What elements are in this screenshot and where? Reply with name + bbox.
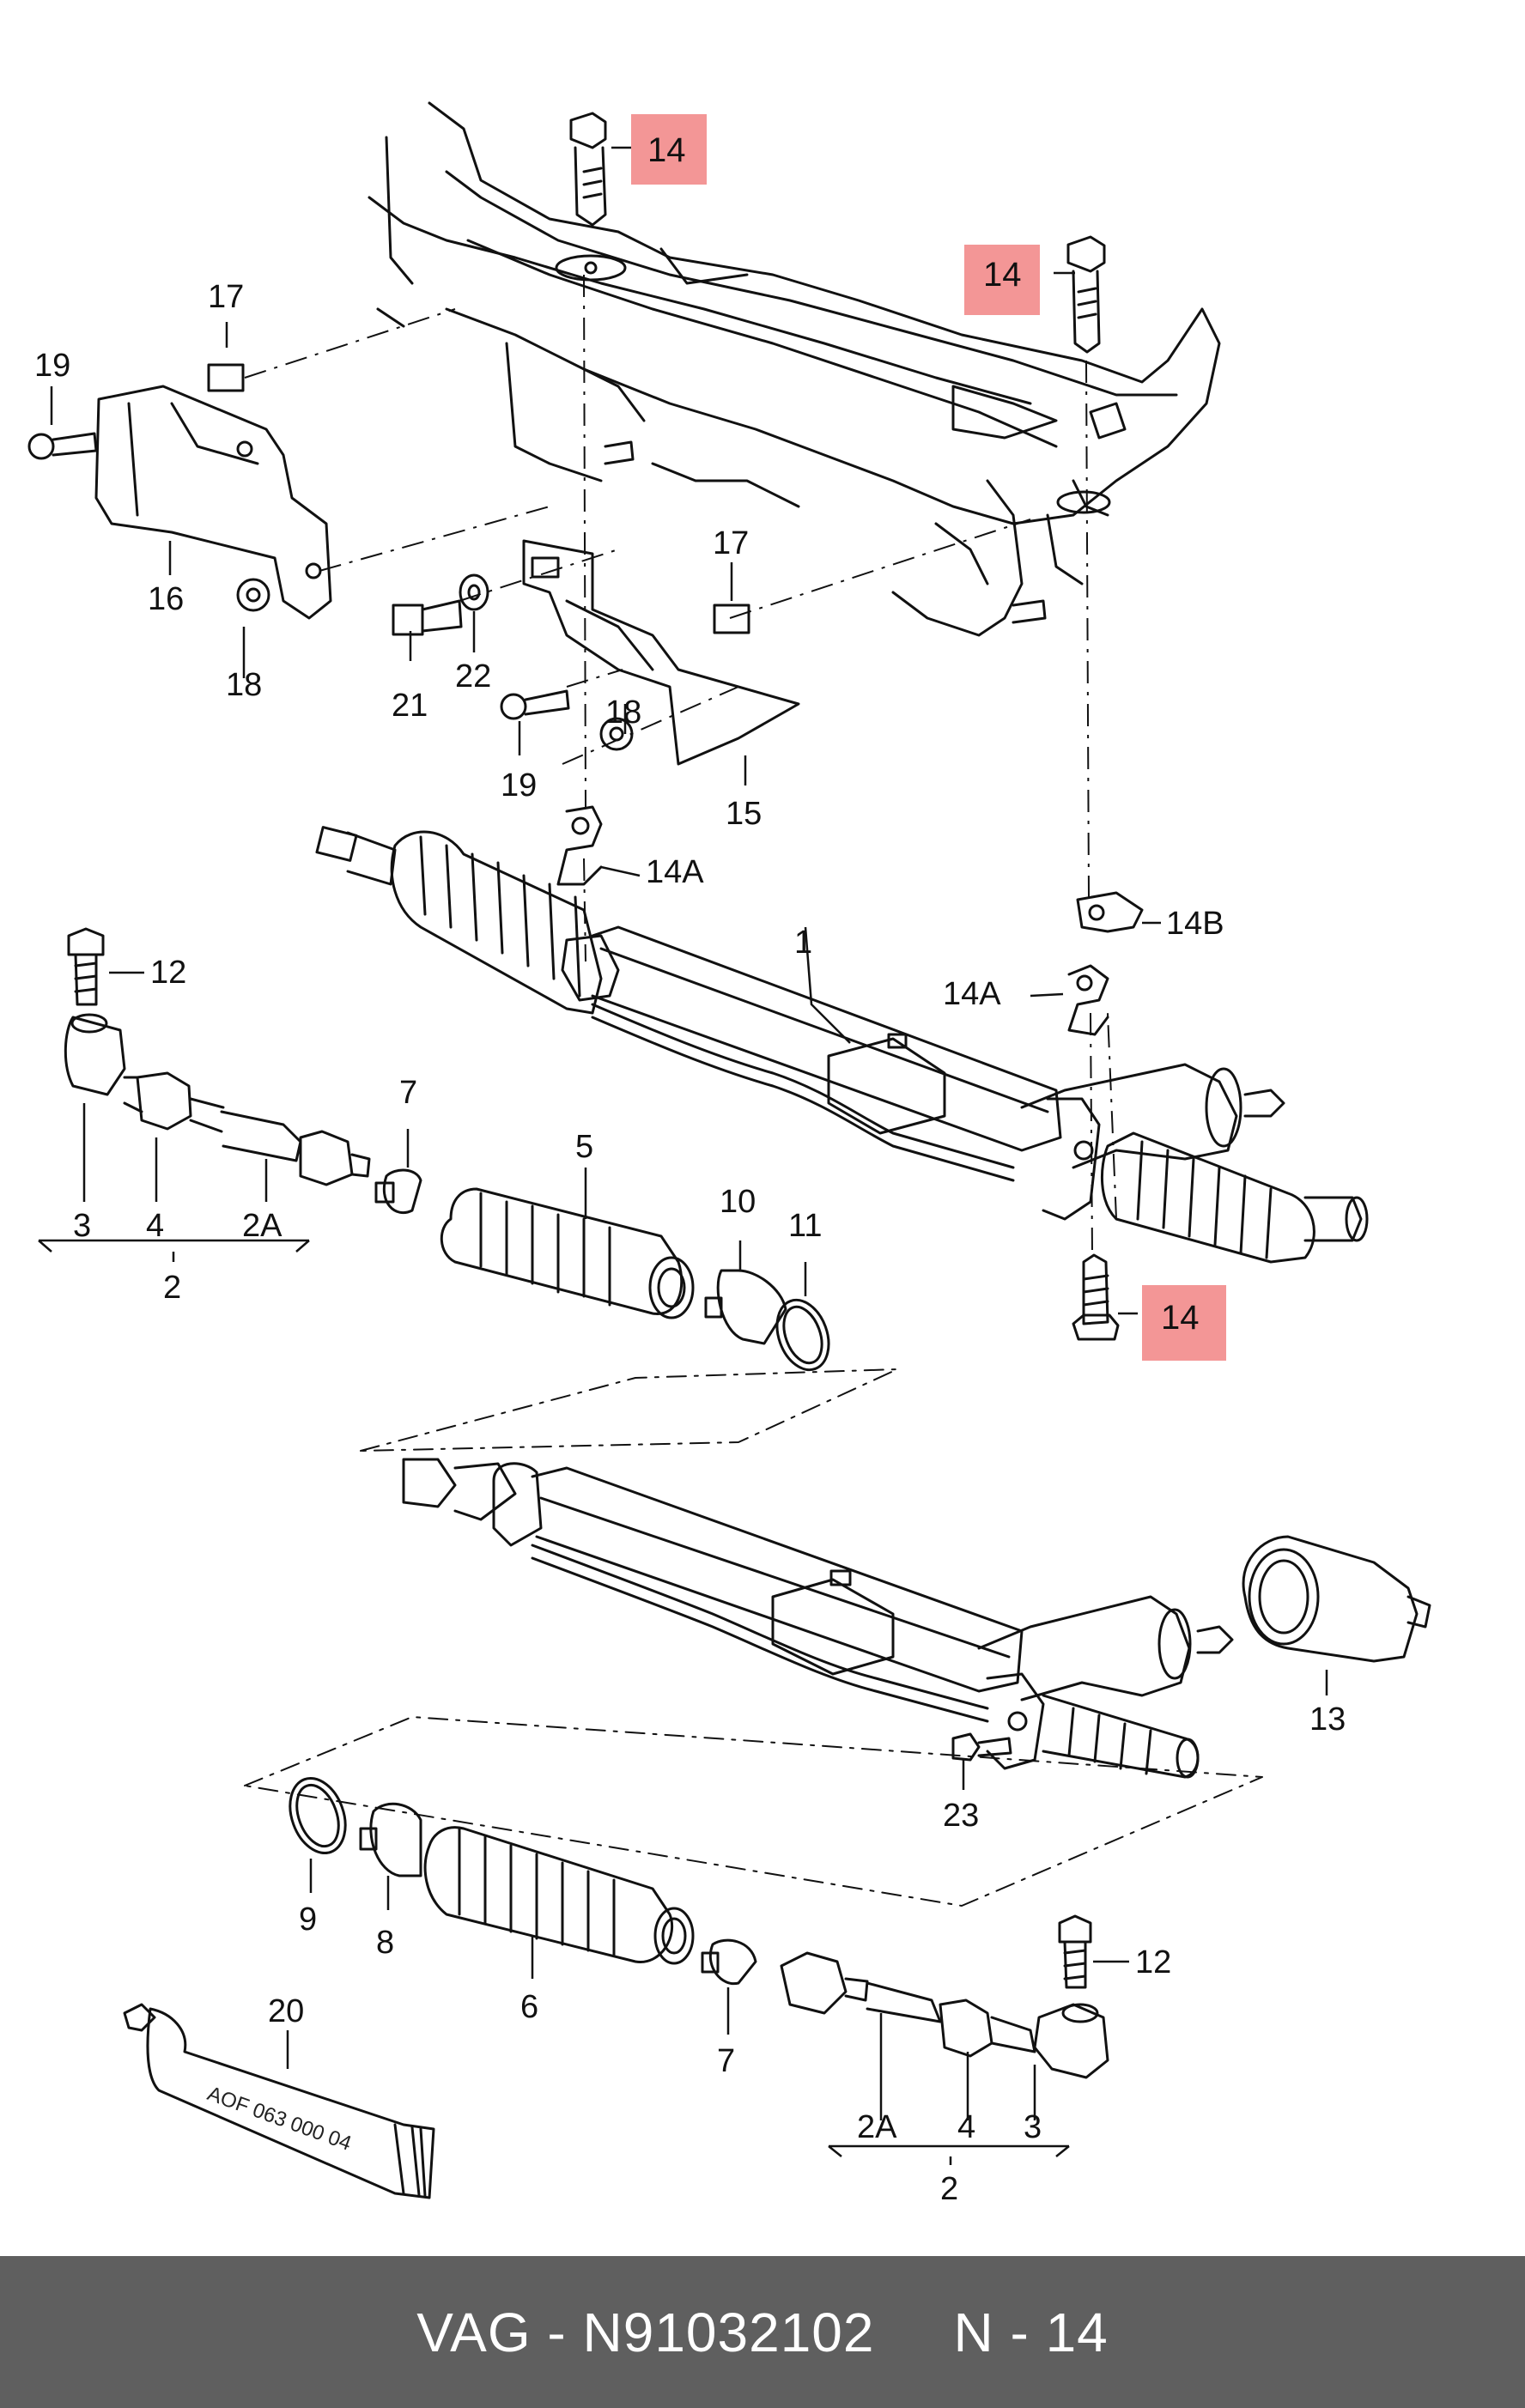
label-13: 13	[1309, 1701, 1346, 1738]
label-2a-bottom: 2A	[857, 2109, 897, 2145]
label-18-right: 18	[605, 694, 641, 731]
steering-rack-1	[315, 826, 1369, 1264]
label-3-bottom: 3	[1024, 2109, 1042, 2145]
label-2-bottom: 2	[940, 2171, 958, 2207]
label-7-top: 7	[399, 1075, 417, 1111]
label-3-top: 3	[73, 1208, 91, 1244]
label-4-bottom: 4	[957, 2109, 975, 2145]
footer-bar: VAG - N91032102 N - 14	[0, 2256, 1525, 2408]
label-12-bottom: 12	[1135, 1944, 1171, 1980]
parts-diagram: 14 14 14 17 19 16 18 17 21 22 18 19 15 1…	[27, 101, 1431, 2207]
label-1: 1	[794, 925, 812, 961]
label-14a-left: 14A	[646, 854, 704, 890]
boot-set-lower	[289, 1776, 757, 1986]
label-19-right: 19	[501, 767, 537, 804]
label-14a-right: 14A	[943, 976, 1001, 1012]
highlight-box-14-top-right	[964, 245, 1040, 315]
dashed-guide-upper	[360, 1368, 898, 1452]
label-11: 11	[788, 1208, 822, 1244]
label-17-left: 17	[208, 279, 244, 315]
leader-lines	[38, 146, 1328, 2165]
label-17-right: 17	[713, 525, 749, 561]
bracket-15	[522, 539, 800, 766]
label-2a-top: 2A	[242, 1208, 283, 1244]
label-16: 16	[148, 581, 184, 617]
label-2-top: 2	[163, 1270, 181, 1306]
footer-position-label: N - 14	[953, 2301, 1109, 2363]
label-10: 10	[720, 1184, 756, 1220]
label-19-left: 19	[34, 348, 70, 384]
boot-set-upper	[374, 1168, 830, 1372]
bracket-16	[94, 385, 332, 620]
highlight-box-14-top-left	[631, 114, 707, 185]
callout-14-top-left: 14	[647, 131, 686, 169]
bolt-23	[951, 1732, 1012, 1762]
bolts-14	[555, 112, 1120, 1341]
label-21: 21	[392, 688, 428, 724]
label-15: 15	[726, 796, 762, 832]
label-6: 6	[520, 1989, 538, 2025]
label-18-left: 18	[226, 667, 262, 703]
label-20: 20	[268, 1993, 304, 2029]
dashed-guide-lower	[244, 1716, 1263, 1907]
label-5: 5	[575, 1129, 593, 1165]
boot-13	[1242, 1535, 1431, 1663]
highlight-tags-14: 14 14 14	[631, 114, 1226, 1361]
alignment-lines	[244, 274, 1117, 1254]
tie-rod-2-right	[780, 1914, 1109, 2079]
highlight-box-14-bottom	[1142, 1285, 1226, 1361]
label-8: 8	[376, 1925, 394, 1961]
subframe-crossmember	[368, 101, 1221, 637]
grease-tube-20	[123, 2003, 435, 2199]
tie-rod-2-left	[64, 927, 371, 1186]
footer-part-code: VAG - N91032102	[416, 2301, 875, 2363]
steering-rack-lower	[402, 1458, 1234, 1779]
label-9: 9	[299, 1902, 317, 1938]
callout-14-top-right: 14	[983, 256, 1022, 294]
label-14b: 14B	[1166, 906, 1224, 942]
label-23: 23	[943, 1798, 979, 1834]
clamps-14a-14b	[556, 805, 1144, 1036]
label-7-bottom: 7	[717, 2043, 735, 2079]
label-12-top: 12	[150, 955, 186, 991]
part-labels: 17 19 16 18 17 21 22 18 19 15 14A 14B 14…	[34, 279, 1346, 2207]
callout-14-bottom: 14	[1161, 1299, 1200, 1337]
label-22: 22	[455, 658, 491, 694]
label-4-top: 4	[146, 1208, 164, 1244]
